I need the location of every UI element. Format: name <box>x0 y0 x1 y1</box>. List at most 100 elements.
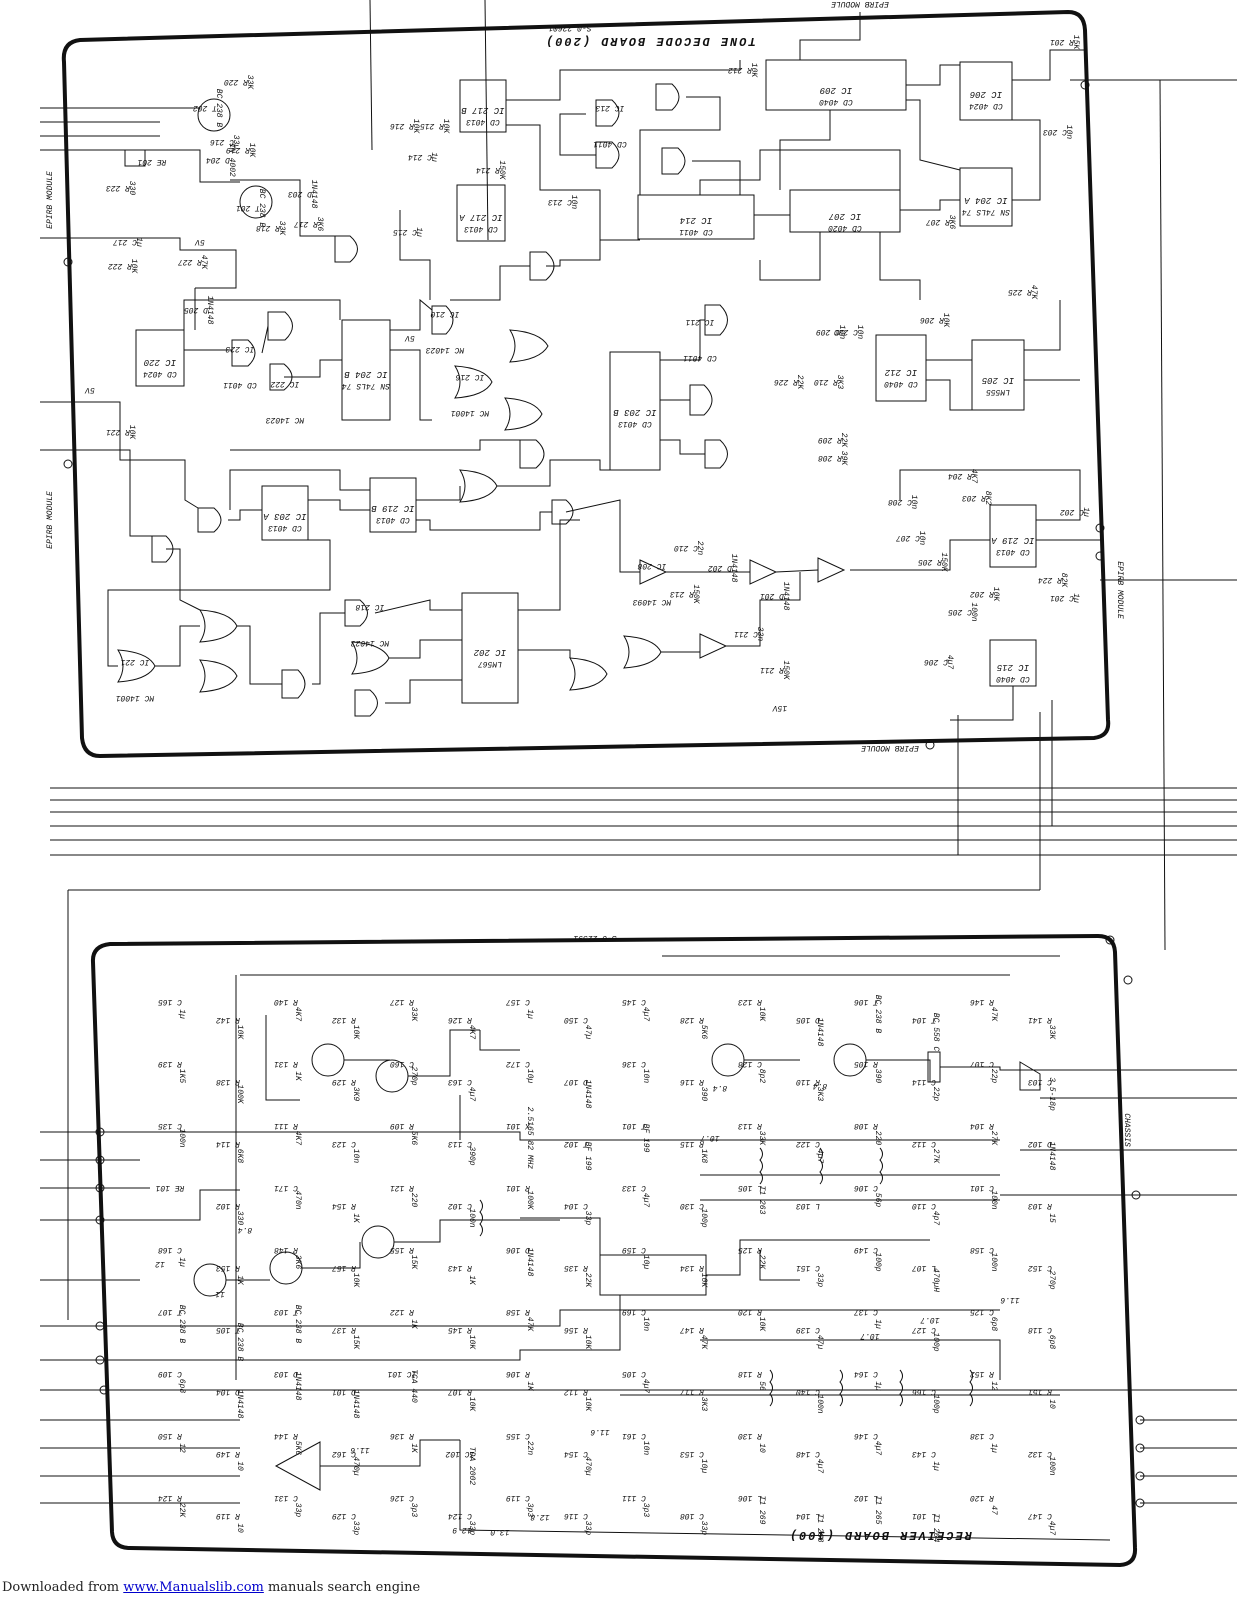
component-ref-label: R 116 <box>680 1077 704 1086</box>
component-value-label: 22p <box>989 1069 998 1084</box>
component-ref-label: C 155 <box>506 1431 530 1440</box>
footer-link[interactable]: www.Manualslib.com <box>123 1580 264 1595</box>
gate-type-label: MC 14001 <box>116 693 155 702</box>
component-ref-label: C 122 <box>796 1139 820 1148</box>
gate-type-label: MC 14093 <box>633 597 672 606</box>
component-value-label: 330 <box>235 1211 244 1226</box>
component-value-label: BC 238 B <box>257 189 266 228</box>
ic220-body <box>341 319 391 421</box>
component-ref-label: R 113 <box>738 1121 762 1130</box>
net-label: 8.4 <box>713 1083 728 1092</box>
component-ref-label: R 209 <box>818 435 842 444</box>
component-value-label: 33p <box>293 1503 302 1518</box>
component-value-label: 1K <box>409 1443 418 1454</box>
component-ref-label: R 157 <box>332 1263 356 1272</box>
component-ref-label: C 202 <box>1060 507 1084 516</box>
component-ref-label: R 106 <box>506 1369 530 1378</box>
component-value-label: 1µ <box>414 227 423 237</box>
ic-type-label: CD 4020 <box>828 223 862 232</box>
component-value-label: 10K <box>129 259 138 275</box>
component-ref-label: C 149 <box>854 1245 878 1254</box>
ic212-body <box>609 351 661 471</box>
component-ref-label: T 106 <box>854 997 878 1006</box>
component-ref-label: C 205 <box>948 607 972 616</box>
gate-ref-label: IC 218 <box>355 602 384 611</box>
component-ref-label: R 121 <box>390 1183 414 1192</box>
component-ref-label: R 119 <box>216 1511 240 1520</box>
component-ref-label: D 107 <box>564 1077 588 1086</box>
component-value-label: TCA 440 <box>409 1369 418 1403</box>
component-value-label: 1N4148 <box>525 1248 534 1277</box>
component-value-label: 33p <box>467 1521 476 1536</box>
net-label: 8.4 <box>238 1225 253 1234</box>
component-ref-label: C 112 <box>912 1139 936 1148</box>
component-ref-label: C 147 <box>1028 1511 1052 1520</box>
component-ref-label: C 101 <box>970 1183 994 1192</box>
component-value-label: 6K8 <box>235 1149 244 1164</box>
component-ref-label: R 139 <box>158 1059 182 1068</box>
net-label: 8.4 <box>813 1081 828 1090</box>
component-value-label: 6p8 <box>989 1317 998 1332</box>
component-value-label: 100n <box>467 1208 476 1227</box>
component-ref-label: R 208 <box>818 453 842 462</box>
component-ref-label: C 111 <box>622 1493 646 1502</box>
component-value-label: 10K <box>127 425 136 441</box>
component-value-label: 1µ <box>931 1461 940 1471</box>
ic-ref-label: IC 204 B <box>344 369 388 379</box>
gate-type-label: CD 4011 <box>223 380 257 389</box>
component-ref-label: R 211 <box>760 665 784 674</box>
component-value-label: 10n <box>1064 125 1073 140</box>
component-ref-label: C 132 <box>1028 1449 1052 1458</box>
ic-type-label: CD 4013 <box>464 224 498 233</box>
component-value-label: 47K <box>1029 285 1038 301</box>
epirb-module-label: EPIRB MODULE <box>46 171 55 229</box>
ic-ref-label: IC 217 B <box>461 105 505 115</box>
component-value-label: 15K <box>409 1255 418 1271</box>
component-value-label: 330 <box>127 181 136 196</box>
component-ref-label: R 146 <box>970 997 994 1006</box>
component-value-label: 10 <box>1047 1399 1056 1409</box>
component-ref-label: R 210 <box>814 377 838 386</box>
component-ref-label: L 101 <box>912 1511 936 1520</box>
ic-ref-label: IC 219 A <box>991 535 1034 545</box>
component-value-label: T1 269 <box>757 1496 766 1525</box>
component-value-label: 150K <box>691 584 700 604</box>
component-value-label: 10K <box>235 1025 244 1041</box>
component-value-label: 1µ <box>989 1443 998 1453</box>
net-label: 12.8 <box>530 1512 549 1521</box>
component-ref-label: C 214 <box>408 152 432 161</box>
component-ref-label: R 225 <box>1008 287 1032 296</box>
component-value-label: 1µ <box>525 1009 534 1019</box>
ic-ref-label: IC 206 <box>969 89 1002 99</box>
net-label: 5V <box>194 237 205 246</box>
component-ref-label: T 104 <box>912 1015 936 1024</box>
component-ref-label: IC 101 <box>387 1369 416 1378</box>
component-value-label: 4K7 <box>293 1131 302 1146</box>
component-value-label: T1 265 <box>873 1496 882 1525</box>
component-value-label: 1N4148 <box>583 1080 592 1109</box>
ic217b-body <box>459 79 507 133</box>
epirb-module-label: EPIRB MODULE <box>831 0 889 8</box>
component-ref-label: R 220 <box>224 77 248 86</box>
component-ref-label: R 216 <box>390 121 414 130</box>
ic-type-label: CD 4024 <box>969 101 1003 110</box>
component-value-label: BC 238 B <box>293 1305 302 1344</box>
component-ref-label: R 120 <box>738 1307 762 1316</box>
component-value-label: 10 <box>757 1443 766 1453</box>
component-value-label: 100p <box>931 1394 940 1413</box>
component-value-label: 390p <box>467 1146 476 1165</box>
component-value-label: 5K6 <box>293 1441 302 1456</box>
component-ref-label: R 127 <box>390 997 414 1006</box>
component-ref-label: R 155 <box>390 1245 414 1254</box>
component-value-label: 150K <box>781 660 790 680</box>
component-ref-label: R 219 <box>226 145 250 154</box>
component-ref-label: L 104 <box>796 1511 820 1520</box>
component-value-label: 4K7 <box>969 469 978 484</box>
component-ref-label: R 109 <box>390 1121 414 1130</box>
component-ref-label: R 104 <box>970 1121 994 1130</box>
component-value-label: 3K3 <box>815 1087 824 1102</box>
ic-type-label: SN 74LS 74 <box>962 207 1010 216</box>
ic-ref-label: IC 205 <box>981 375 1014 385</box>
component-ref-label: C 138 <box>970 1431 994 1440</box>
component-ref-label: C 220 <box>834 327 858 336</box>
